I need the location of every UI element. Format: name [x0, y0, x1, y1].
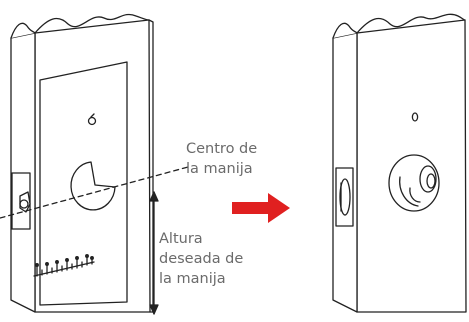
handle-center-line-2: la manija	[186, 161, 253, 177]
center-dashed-line	[0, 166, 189, 219]
height-ruler	[33, 254, 95, 277]
bore-cutout	[70, 161, 116, 211]
right-arrow-icon	[232, 193, 290, 223]
small-drilled-hole	[411, 112, 419, 122]
handle-height-label: Altura deseada de la manija	[159, 229, 243, 289]
right-door	[332, 13, 467, 313]
edge-latch-bore	[335, 167, 354, 227]
handle-height-line-2: deseada de	[159, 251, 244, 267]
handle-height-line-1: Altura	[159, 231, 203, 247]
handle-height-line-3: la manija	[159, 271, 226, 287]
handle-center-line-1: Centro de	[186, 141, 258, 157]
left-door	[10, 13, 154, 313]
template-mark-icon	[87, 116, 97, 126]
large-drilled-bore	[388, 154, 440, 212]
height-dimension-arrow	[149, 191, 159, 315]
handle-center-label: Centro de la manija	[186, 139, 257, 179]
